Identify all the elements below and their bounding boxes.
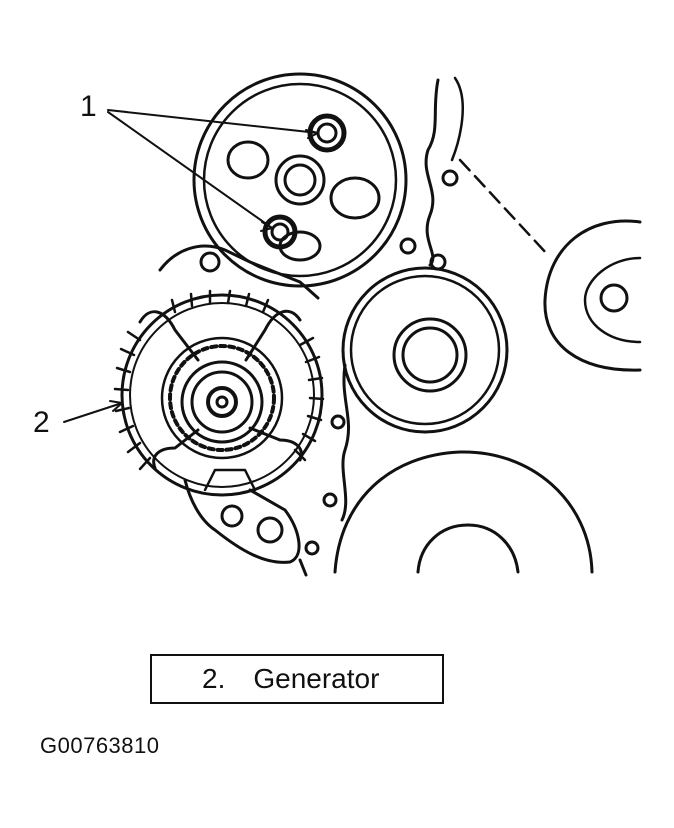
legend-text: Generator — [253, 663, 380, 694]
bolt-lower — [262, 214, 298, 250]
engine-block-outline — [298, 76, 550, 577]
figure-id: G00763810 — [40, 733, 160, 758]
camshaft-pulley-partial — [543, 219, 642, 372]
legend-box: 2. Generator — [150, 654, 444, 704]
water-pump-pulley — [192, 72, 408, 288]
crankshaft-pulley-partial — [333, 450, 594, 574]
legend-number: 2. — [202, 663, 226, 694]
callout-label-bolts: 1 — [80, 90, 97, 123]
callout-2-leader — [63, 400, 123, 423]
generator-fins — [113, 289, 325, 471]
generator — [113, 244, 325, 564]
idler-pulley — [341, 266, 509, 434]
engine-diagram — [63, 72, 642, 577]
callout-1-leaders — [107, 109, 319, 232]
callout-label-generator: 2 — [33, 406, 50, 439]
